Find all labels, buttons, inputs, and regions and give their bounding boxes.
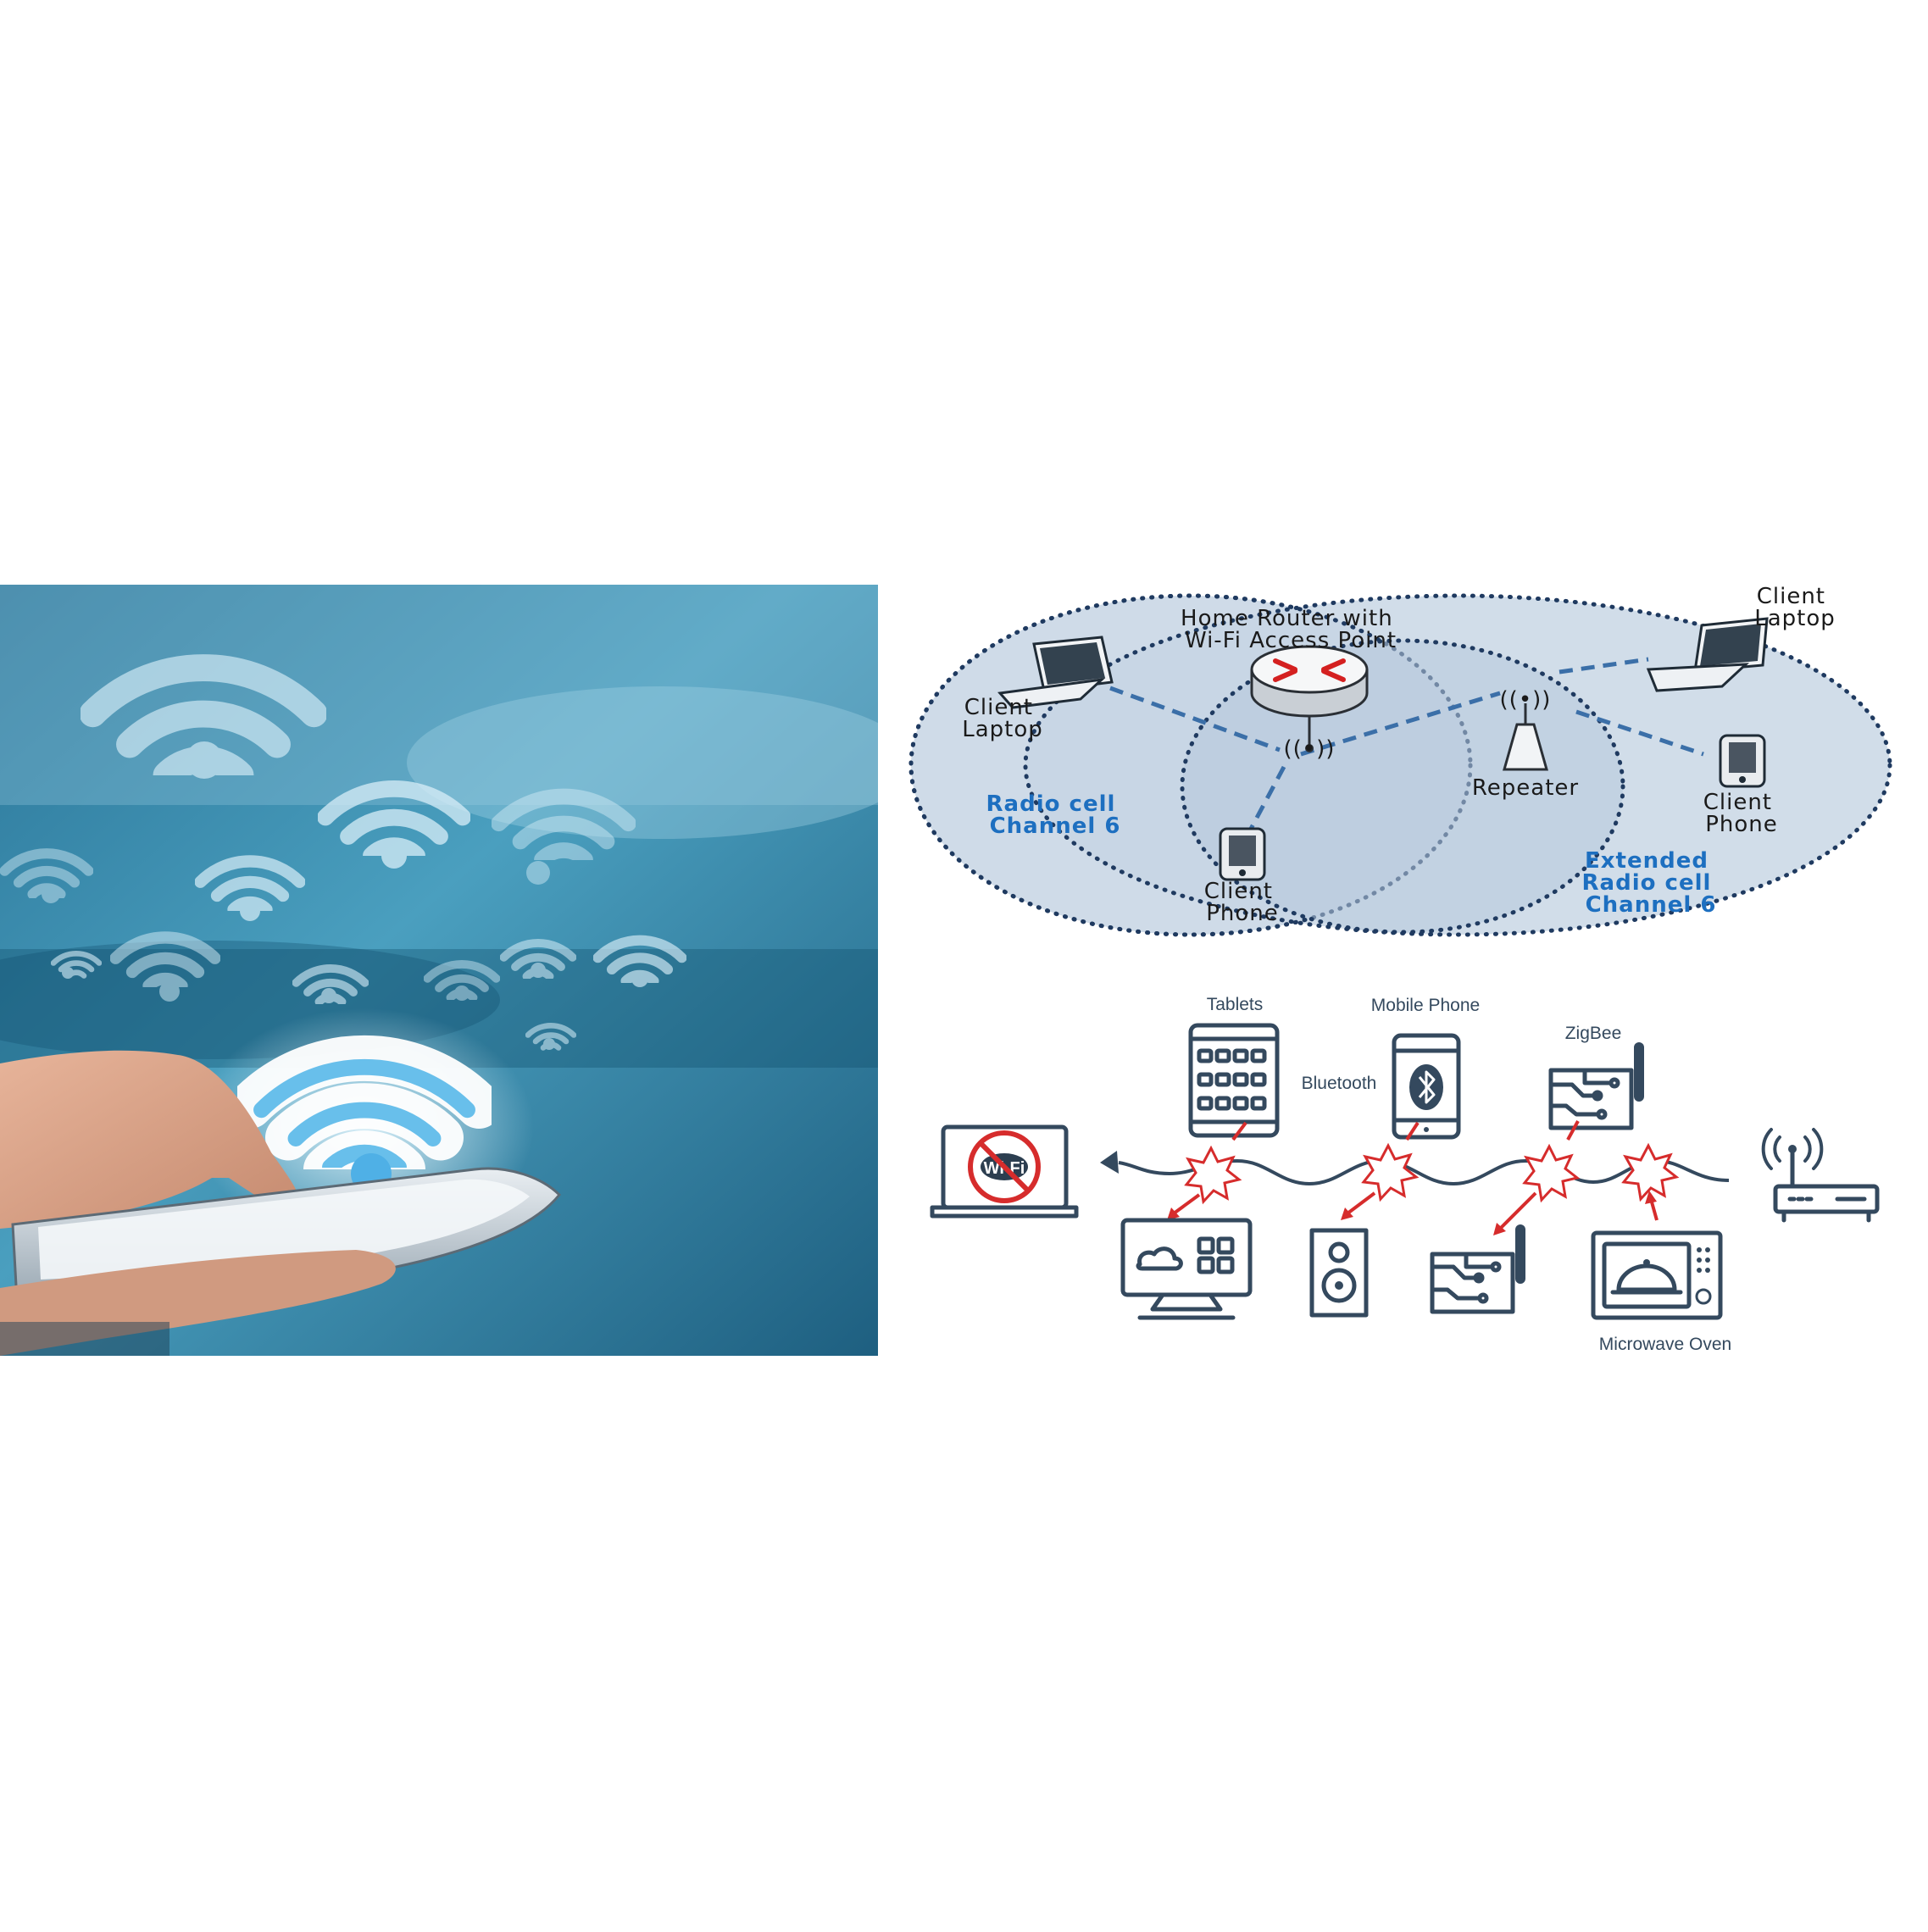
phone-icon [1219, 827, 1266, 881]
wifi-icon [504, 943, 573, 978]
wifi-icon [53, 953, 99, 979]
wifi-icon [528, 1025, 574, 1050]
tablet-icon [1188, 1023, 1280, 1138]
interference-diagram: Tablets Mobile Phone Bluetooth ZigBee Mi… [930, 995, 1880, 1354]
extended-radio-cell-label: Extended Radio cell Channel 6 [1582, 848, 1720, 918]
burst-icon [1184, 1145, 1242, 1205]
phone-icon [1719, 734, 1766, 788]
wifi-icon [93, 668, 314, 779]
arrowhead-icon [1100, 1151, 1119, 1174]
repeater-icon: ((•)) [1500, 687, 1550, 771]
wifi-icon [598, 941, 682, 987]
burst-icon [1522, 1143, 1581, 1203]
interference-burst-icons [1184, 1142, 1680, 1205]
network-links [1109, 657, 1704, 832]
wifi-icon [428, 964, 497, 1001]
wifi-icon [499, 797, 629, 885]
wifi-icon [201, 861, 300, 921]
tablets-label: Tablets [1207, 995, 1264, 1014]
laptop-icon [1646, 617, 1769, 692]
wifi-icon [325, 789, 463, 869]
mobile-phone-label: Mobile Phone [1371, 996, 1480, 1015]
smart-tv-icon [1120, 1218, 1253, 1320]
burst-icon [1621, 1142, 1680, 1202]
zigbee-label: ZigBee [1565, 1024, 1622, 1043]
burst-icon [1361, 1142, 1420, 1202]
microwave-oven-label: Microwave Oven [1599, 1335, 1731, 1354]
circuit-board-icon [1430, 1224, 1525, 1314]
zigbee-board-icon [1548, 1042, 1644, 1130]
router-icon: ((•)) [1250, 645, 1369, 762]
signal-glyph: ((•)) [1284, 736, 1336, 762]
client-phone-center-label: Client Phone [1204, 879, 1281, 926]
wifi-icon [116, 937, 215, 1002]
wifi-network-diagram: ((•)) ((•)) Client Laptop Home Router [908, 584, 1892, 937]
wifi-icon [5, 853, 89, 903]
wifi-icons-background [5, 668, 682, 1050]
microwave-oven-icon [1591, 1230, 1723, 1320]
client-phone-right-label: Client Phone [1703, 790, 1781, 837]
router-label: Home Router with Wi-Fi Access Point [1181, 606, 1401, 653]
app-grid-icon [1197, 1236, 1235, 1274]
hands-with-tablet [0, 1050, 562, 1356]
no-wifi-laptop-icon: Wi-Fi [930, 1124, 1079, 1219]
router-with-antenna-icon [1761, 1128, 1880, 1223]
bluetooth-icon [1409, 1064, 1443, 1110]
wifi-tablet-photo [0, 585, 878, 1356]
cloud-icon [1136, 1246, 1183, 1271]
speaker-icon [1309, 1228, 1369, 1318]
dish-icon [1616, 1263, 1677, 1292]
laptop-icon [997, 636, 1114, 709]
client-laptop-right-label: Client Laptop [1754, 584, 1836, 631]
interference-arrows [1167, 1120, 1659, 1235]
mobile-phone-icon [1392, 1033, 1461, 1140]
radio-cell-label: Radio cell Channel 6 [986, 791, 1125, 839]
client-laptop-left-label: Client Laptop [962, 695, 1043, 742]
bluetooth-label: Bluetooth [1302, 1074, 1377, 1093]
wifi-icon [297, 969, 365, 1003]
repeater-label: Repeater [1472, 775, 1579, 801]
